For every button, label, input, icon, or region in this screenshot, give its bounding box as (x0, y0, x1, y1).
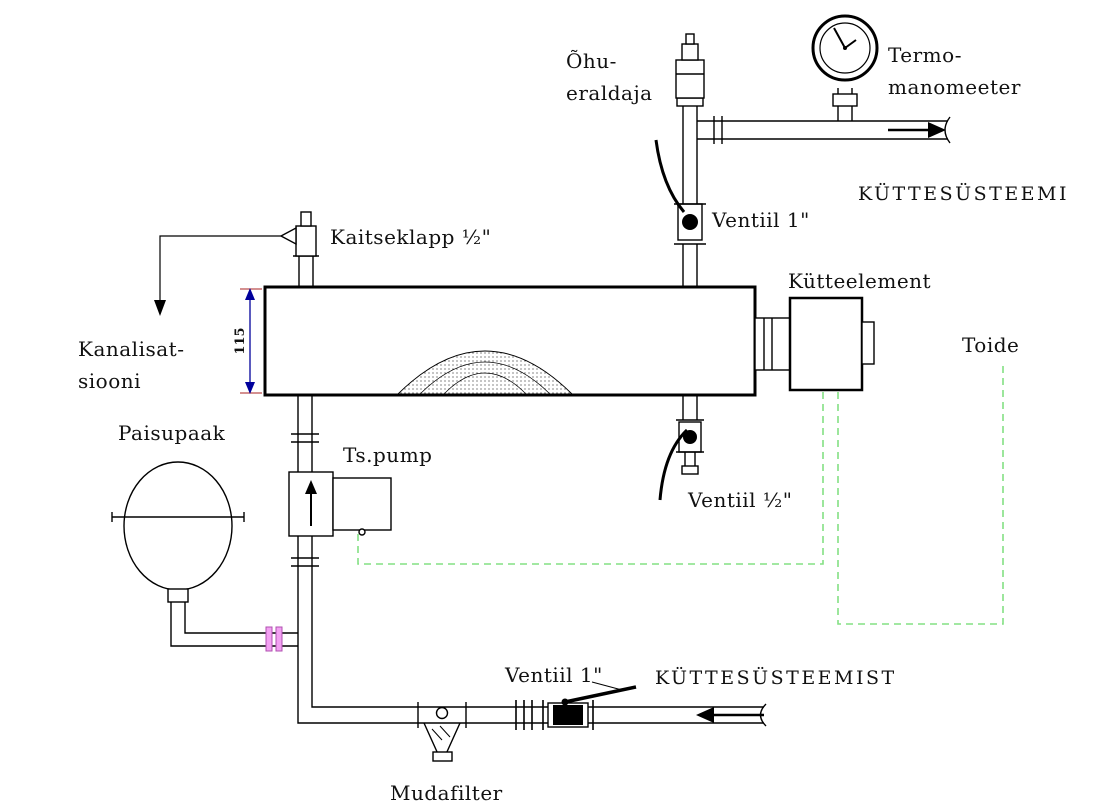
label-power-supply: Toide (962, 333, 1019, 357)
valve-half-handle (658, 428, 689, 501)
label-thermo-manometer-2: manomeeter (888, 75, 1021, 99)
strainer-plug (435, 706, 449, 720)
valve1-ball (682, 214, 698, 230)
heat-exchanger-tank (263, 285, 757, 397)
dome-arc (443, 372, 527, 395)
union-flange-right (275, 626, 283, 652)
circulation-pump (288, 471, 392, 537)
bottom-union (515, 700, 533, 730)
supply-assembly (654, 14, 951, 287)
gauge-hand-1 (833, 27, 846, 49)
safety-valve-assembly (154, 211, 319, 316)
strainer-cap (432, 751, 453, 762)
pump-motor (332, 477, 392, 531)
flow-arrow-return (696, 707, 764, 723)
label-expansion-tank: Paisupaak (118, 421, 226, 445)
label-thermo-manometer-1: Termo- (888, 43, 962, 67)
arrow-head-right (928, 122, 946, 138)
expansion-tank-body (123, 461, 233, 591)
sv-body (295, 225, 317, 257)
gauge-dial-inner (819, 22, 871, 74)
label-to-heating-system: KÜTTESÜSTEEMI (858, 182, 1069, 205)
gauge-nut (832, 93, 858, 107)
pump-terminal (358, 528, 366, 536)
separator-top (681, 43, 699, 61)
heater-power-wire (837, 366, 1004, 625)
union-fitting (265, 626, 283, 652)
label-valve-half: Ventiil ½" (687, 488, 793, 512)
label-to-sewage-1: Kanalisat- (78, 337, 184, 361)
valve-half-ball (683, 430, 697, 444)
tank-pipe-inner (184, 602, 298, 634)
gauge-hand-2 (844, 39, 857, 49)
label-from-heating-system: KÜTTESÜSTEEMIST (655, 666, 897, 689)
dim-arrow-up (245, 288, 255, 300)
dim-115-label: 115 (233, 327, 248, 354)
flow-arrow-head (305, 480, 317, 494)
element-dome (396, 350, 574, 395)
label-circulation-pump: Ts.pump (343, 443, 432, 467)
strainer-leg (423, 722, 439, 755)
label-heating-element: Kütteelement (788, 269, 931, 293)
valve-ball (553, 705, 583, 725)
label-valve-top: Ventiil 1" (711, 208, 810, 232)
label-to-sewage-2: siooni (78, 369, 141, 393)
valve-pivot (561, 698, 569, 706)
valve-handle (564, 685, 637, 704)
expansion-tank (111, 461, 298, 647)
label-air-separator-2: eraldaja (566, 81, 653, 105)
strainer-hatch (431, 728, 443, 741)
tank-pipe-outer (170, 602, 298, 647)
element-terminal (861, 321, 875, 365)
mud-filter (417, 702, 467, 762)
drain-valve-half (658, 395, 704, 501)
pump-power-wire (357, 392, 824, 565)
element-box (788, 296, 864, 392)
label-safety-valve: Kaitseklapp ½" (330, 225, 491, 249)
labels: Õhu- eraldaja Termo- manomeeter KÜTTESÜS… (78, 43, 1069, 805)
drain-nozzle (681, 465, 699, 475)
strainer-hatch (439, 725, 451, 738)
tank-bottom-fitting (167, 588, 189, 603)
strainer-leg (445, 722, 461, 755)
separator-body (675, 59, 705, 99)
gauge-center (843, 46, 847, 50)
separator-cap (685, 33, 695, 45)
dome-arc (419, 361, 551, 395)
label-leader (591, 681, 623, 691)
label-valve-bottom: Ventiil 1" (504, 663, 603, 687)
drain-arrow (154, 300, 166, 316)
label-air-separator-1: Õhu- (566, 49, 617, 73)
label-mud-filter: Mudafilter (390, 781, 503, 805)
sv-outlet-nozzle (279, 226, 297, 246)
drain-line (159, 235, 281, 300)
separator-flange (676, 97, 704, 107)
arrow-head-left (696, 707, 714, 723)
sv-cap (300, 211, 312, 227)
dimension-115: 115 (233, 288, 262, 394)
valve1-handle (654, 139, 686, 213)
union-flange-left (265, 626, 273, 652)
flow-arrow-supply (888, 122, 946, 138)
control-wire-pump (357, 392, 824, 565)
heating-element (754, 296, 875, 392)
dim-arrow-down (245, 382, 255, 394)
ball-valve-bottom (542, 681, 637, 730)
control-wire-heater (837, 366, 1004, 625)
